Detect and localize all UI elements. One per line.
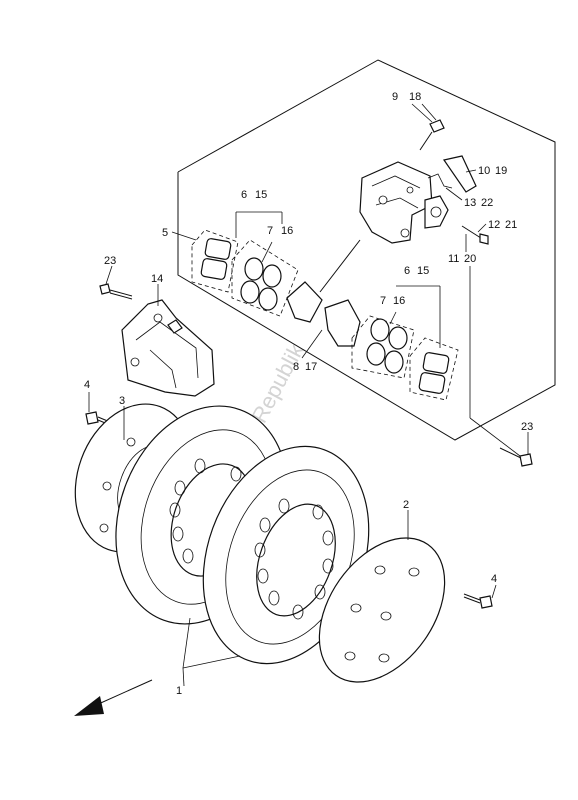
callout-17: 17 — [305, 361, 317, 373]
callout-6-right: 6 — [404, 265, 410, 277]
callout-18: 18 — [409, 91, 421, 103]
callout-19: 19 — [495, 165, 507, 177]
bolt-right — [499, 447, 533, 467]
caliper-right — [359, 161, 449, 244]
callout-8: 8 — [293, 361, 299, 373]
callout-13: 13 — [464, 197, 476, 209]
callout-5: 5 — [162, 227, 168, 239]
disc-cover-right — [318, 537, 446, 683]
callout-11: 11 — [448, 253, 459, 265]
bolt-left — [99, 283, 133, 300]
callout-16-left: 16 — [281, 225, 293, 237]
callout-3: 3 — [119, 395, 125, 407]
seals-left — [231, 239, 299, 317]
callout-9: 9 — [392, 91, 398, 103]
callout-21: 21 — [505, 219, 517, 231]
pad-pin — [461, 225, 489, 245]
caliper-left — [121, 299, 215, 397]
brake-pads — [286, 239, 361, 347]
callout-23-right: 23 — [521, 421, 533, 433]
callout-2: 2 — [403, 499, 409, 511]
callout-20: 20 — [464, 253, 476, 265]
pistons-left — [191, 229, 239, 293]
callout-10: 10 — [478, 165, 490, 177]
callout-23-left: 23 — [104, 255, 116, 267]
callout-15-left: 15 — [255, 189, 267, 201]
seals-right — [351, 315, 415, 379]
callout-14: 14 — [151, 273, 163, 285]
callout-7-right: 7 — [380, 295, 386, 307]
pad-spring — [443, 155, 477, 193]
bleeder-screw — [419, 119, 445, 151]
exploded-view-boundary — [177, 59, 556, 441]
callout-16-right: 16 — [393, 295, 405, 307]
callout-4-right: 4 — [491, 573, 497, 585]
pad-clip — [427, 173, 453, 189]
callout-15-right: 15 — [417, 265, 429, 277]
callout-6-left: 6 — [241, 189, 247, 201]
callout-4-left: 4 — [84, 379, 90, 391]
pistons-right — [409, 337, 459, 401]
front-direction-arrow — [74, 679, 153, 716]
leader-lines — [88, 103, 529, 687]
callout-12: 12 — [488, 219, 500, 231]
disc-bolt-right — [463, 593, 493, 609]
callout-22: 22 — [481, 197, 493, 209]
callout-7-left: 7 — [267, 225, 273, 237]
callout-1: 1 — [176, 685, 182, 697]
